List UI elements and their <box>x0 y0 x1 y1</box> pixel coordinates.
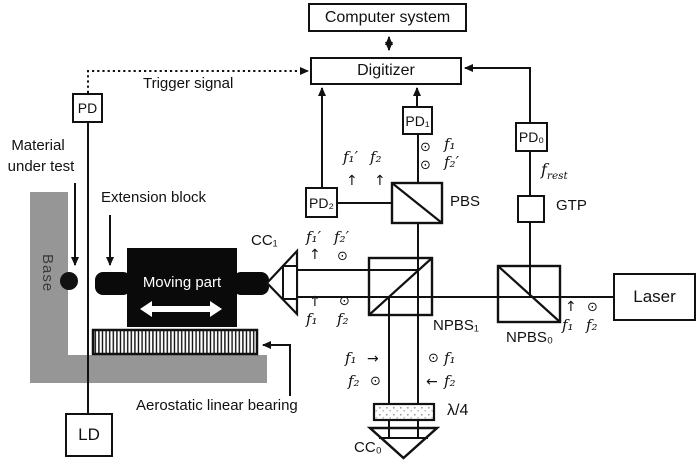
up-arrow-symbol: ↑ <box>346 173 358 189</box>
polarization-odot-symbol: ⊙ <box>337 249 348 264</box>
polarization-odot-symbol: ⊙ <box>587 300 598 315</box>
pbs-cube <box>390 181 444 225</box>
label-f1-prime-cc1-top: f₁′ <box>306 228 321 246</box>
f-rest-subscript: rest <box>546 170 568 182</box>
pd1-box: PD₁ <box>402 106 433 135</box>
cc1-mount-rod <box>233 272 269 295</box>
polarization-odot-symbol: ⊙ <box>420 158 431 173</box>
up-arrow-symbol: ↑ <box>374 173 386 189</box>
label-f1-down-left: f₁ <box>345 349 357 367</box>
f-rest-label: frest <box>541 160 568 182</box>
polarization-odot-symbol: ⊙ <box>339 294 350 309</box>
laser-box: Laser <box>613 273 696 321</box>
optical-beams <box>297 135 613 439</box>
cc0-label: CC₀ <box>354 439 382 456</box>
pbs-label: PBS <box>450 193 481 210</box>
material-contact-dot <box>60 272 78 290</box>
bearing-leader-arrow <box>262 341 291 396</box>
up-arrow-symbol: ↑ <box>565 299 577 315</box>
computer-system-box: Computer system <box>308 3 467 32</box>
leader-arrows <box>71 183 291 396</box>
quarter-wave-plate <box>372 402 436 422</box>
up-arrow-symbol: ↑ <box>309 247 321 263</box>
f-rest-base: f <box>541 160 547 179</box>
corner-cube-cc0 <box>366 426 441 460</box>
polarization-odot-symbol: ⊙ <box>428 351 439 366</box>
gtp-label: GTP <box>556 197 587 214</box>
extension-block-label: Extension block <box>101 189 207 206</box>
aerostatic-bearing <box>91 328 259 356</box>
label-f2-prime-pd1: f₂′ <box>444 153 459 171</box>
gtp-box <box>517 195 545 223</box>
ld-box: LD <box>65 413 113 457</box>
label-f2-laser: f₂ <box>586 316 598 334</box>
pd-box: PD <box>72 93 103 123</box>
right-arrow-symbol: → <box>367 351 379 367</box>
corner-cube-cc1 <box>265 248 299 317</box>
base-structure <box>30 192 267 383</box>
label-f2-cc1-bottom: f₂ <box>337 310 349 328</box>
pd0-digitizer-link <box>464 64 531 122</box>
aerostatic-bearing-label: Aerostatic linear bearing <box>136 397 298 414</box>
npbs1-cube <box>367 256 434 317</box>
pd0-box: PD₀ <box>515 122 548 152</box>
label-f1-down-right: f₁ <box>444 349 456 367</box>
signal-lines <box>87 36 531 187</box>
label-f2-prime-cc1-top: f₂′ <box>334 228 349 246</box>
moving-part-label: Moving part <box>142 274 222 291</box>
polarization-odot-symbol: ⊙ <box>370 374 381 389</box>
left-arrow-symbol: ← <box>426 374 438 390</box>
pd2-box: PD₂ <box>305 187 338 218</box>
label-f1-laser: f₁ <box>562 316 574 334</box>
npbs0-label: NPBS₀ <box>506 329 554 346</box>
label-f2-down-right: f₂ <box>444 372 456 390</box>
material-label-line2: under test <box>7 158 75 175</box>
npbs1-label: NPBS₁ <box>433 317 479 334</box>
up-arrow-symbol: ↑ <box>309 294 321 310</box>
cc1-label: CC₁ <box>251 232 278 249</box>
lambda-quarter-label: λ/4 <box>447 402 469 419</box>
label-f1-cc1-bottom: f₁ <box>306 310 318 328</box>
motion-direction-arrow <box>140 301 222 317</box>
trigger-signal-line <box>87 67 309 93</box>
label-f2-down-left: f₂ <box>348 372 360 390</box>
extension-rod <box>95 272 131 295</box>
polarization-odot-symbol: ⊙ <box>420 140 431 155</box>
digitizer-box: Digitizer <box>310 57 462 85</box>
label-f1-prime-pbs: f₁′ <box>343 148 358 166</box>
material-label-line1: Material <box>11 137 65 154</box>
label-f2-pbs: f₂ <box>370 148 382 166</box>
label-f1-pd1: f₁ <box>444 135 456 153</box>
moving-part-block: Moving part <box>127 248 237 327</box>
base-label: Base <box>39 254 56 293</box>
trigger-signal-label: Trigger signal <box>143 75 234 92</box>
